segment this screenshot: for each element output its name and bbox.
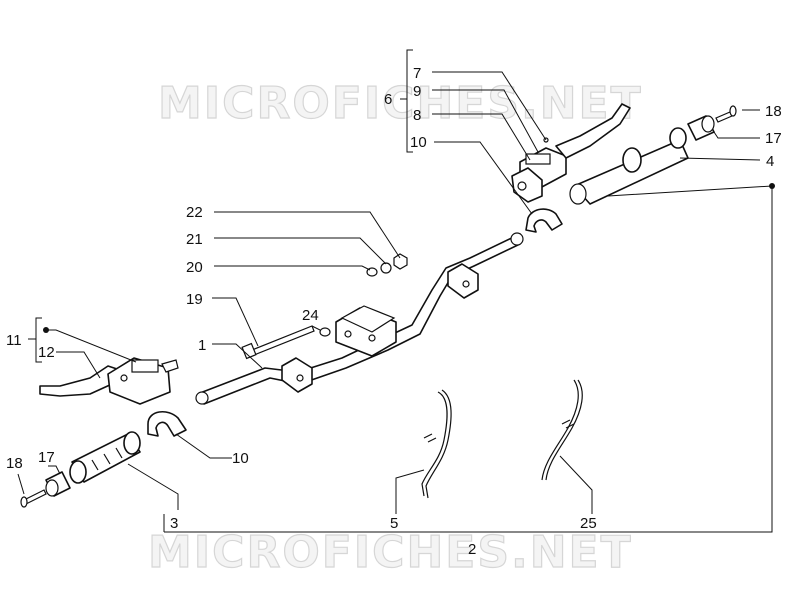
center-riser bbox=[335, 305, 397, 357]
callout-17-right: 17 bbox=[765, 130, 782, 147]
master-cylinder-right bbox=[511, 137, 567, 203]
washers-nuts bbox=[366, 253, 408, 277]
callout-12: 12 bbox=[38, 344, 55, 361]
screw-right bbox=[715, 105, 737, 123]
bolt-19 bbox=[241, 325, 315, 360]
leader-lines bbox=[17, 49, 775, 533]
callout-1: 1 bbox=[198, 337, 206, 354]
callout-5: 5 bbox=[390, 515, 398, 532]
grip-left bbox=[69, 431, 141, 484]
bar-end-right bbox=[687, 115, 715, 141]
handlebar-clamp-left bbox=[281, 357, 313, 393]
callout-21: 21 bbox=[186, 231, 203, 248]
lever-clamp-left bbox=[147, 411, 187, 437]
callout-10-left: 10 bbox=[232, 450, 249, 467]
bar-end-left bbox=[45, 471, 71, 497]
callout-25: 25 bbox=[580, 515, 597, 532]
callout-4: 4 bbox=[766, 153, 774, 170]
master-cylinder-left bbox=[107, 357, 179, 405]
callout-18-right: 18 bbox=[765, 103, 782, 120]
cable-5 bbox=[421, 389, 452, 499]
callout-10-right: 10 bbox=[410, 134, 427, 151]
callout-9: 9 bbox=[413, 83, 421, 100]
handlebar-clamp-right bbox=[447, 263, 479, 299]
washer-24 bbox=[319, 327, 331, 337]
callout-3: 3 bbox=[170, 515, 178, 532]
watermark-top: MICROFICHES.NET bbox=[158, 78, 643, 129]
callout-2: 2 bbox=[468, 541, 476, 558]
grip-right bbox=[569, 127, 689, 205]
callout-7: 7 bbox=[413, 65, 421, 82]
watermark-bottom: MICROFICHES.NET bbox=[148, 527, 633, 578]
callout-11: 11 bbox=[6, 332, 22, 349]
callout-18-left: 18 bbox=[6, 455, 23, 472]
callout-24: 24 bbox=[302, 307, 319, 324]
brake-lever-right bbox=[555, 103, 631, 159]
callout-8: 8 bbox=[413, 107, 421, 124]
callout-19: 19 bbox=[186, 291, 203, 308]
handlebar bbox=[195, 232, 524, 405]
callout-labels: 7 6 9 8 10 18 17 4 22 21 20 19 24 1 11 1… bbox=[6, 65, 782, 558]
lever-clamp-right bbox=[525, 208, 563, 233]
callout-6: 6 bbox=[384, 91, 392, 108]
callout-20: 20 bbox=[186, 259, 203, 276]
cable-25 bbox=[541, 379, 583, 481]
callout-22: 22 bbox=[186, 204, 203, 221]
callout-17-left: 17 bbox=[38, 449, 55, 466]
screw-left bbox=[20, 489, 47, 508]
